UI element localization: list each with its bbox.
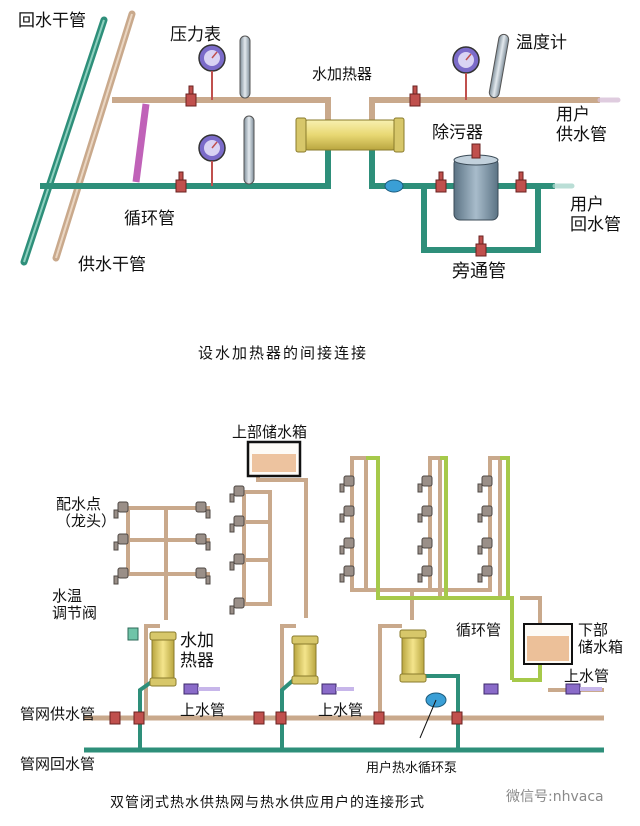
bypass-pipe-label: 旁通管	[452, 261, 506, 282]
faucet-icon	[229, 597, 245, 615]
faucet-icon	[417, 565, 433, 583]
faucet-icon	[339, 537, 355, 555]
inlet-pipe-label: 上水管	[180, 701, 226, 719]
water-heater-icon	[399, 629, 427, 683]
circulation-pipe	[132, 103, 150, 183]
valve-icon	[451, 711, 463, 725]
inlet-valve-icon	[321, 683, 354, 695]
faucet-icon	[417, 475, 433, 493]
bottom-caption: 双管闭式热水供热网与热水供应用户的连接形式	[110, 795, 425, 811]
faucet-icon	[229, 553, 245, 571]
water-heater-icon	[291, 635, 319, 685]
bottom-diagram	[84, 440, 604, 753]
circulation-pipe-label: 循环管	[124, 209, 175, 229]
return-main-label: 回水干管	[18, 11, 86, 31]
user-pump-label: 用户热水循环泵	[366, 761, 458, 776]
thermometer-label: 温度计	[516, 33, 567, 53]
network-supply-label: 管网供水管	[20, 705, 96, 723]
supply-main-label: 供水干管	[78, 255, 146, 275]
thermometer-icon	[239, 35, 251, 99]
pressure-gauge-icon	[198, 134, 226, 186]
faucet-icon	[477, 565, 493, 583]
water-heater-2-label: 水加 热器	[180, 631, 214, 671]
valve-icon	[515, 171, 527, 193]
lower-tank-icon	[523, 623, 573, 665]
temp-valve-label: 水温 调节阀	[52, 587, 98, 623]
inlet-pipe-label: 上水管	[564, 667, 610, 685]
valve-icon	[435, 171, 447, 193]
thermometer-icon	[243, 115, 255, 185]
water-heater-icon	[149, 631, 177, 687]
inlet-valve-icon	[565, 683, 602, 695]
pump-icon	[384, 179, 404, 193]
faucet-icon	[195, 533, 211, 551]
faucet-icon	[113, 501, 129, 519]
faucet-icon	[229, 485, 245, 503]
valve-icon	[109, 711, 121, 725]
outlet-points-label: 配水点 （龙头）	[56, 495, 117, 531]
user-supply-label: 用户 供水管	[556, 105, 607, 145]
upper-tank-icon	[246, 440, 302, 478]
valve-icon	[275, 711, 287, 725]
faucet-icon	[113, 567, 129, 585]
watermark: 微信号:nhvaca	[506, 789, 604, 805]
temp-control-valve-icon	[127, 627, 139, 641]
valve-icon	[373, 711, 385, 725]
circulation-pipe-label: 循环管	[456, 621, 502, 639]
valve-icon	[175, 171, 187, 193]
green-circulation-pipes	[366, 456, 542, 682]
top-caption: 设水加热器的间接连接	[198, 344, 369, 362]
water-heater-label: 水加热器	[312, 65, 373, 83]
faucet-icon	[477, 475, 493, 493]
inlet-valve-icon	[183, 683, 220, 695]
desilter-label: 除污器	[432, 123, 483, 143]
water-heater-icon	[295, 117, 405, 153]
faucet-icon	[113, 533, 129, 551]
return-header-pipe	[40, 150, 331, 189]
pressure-gauge-icon	[452, 46, 480, 100]
faucet-icon	[477, 505, 493, 523]
valve-icon	[253, 711, 265, 725]
user-return-label: 用户 回水管	[570, 195, 621, 235]
faucet-icon	[477, 537, 493, 555]
faucet-icon	[229, 515, 245, 533]
valve-icon	[133, 711, 145, 725]
pressure-gauge-label: 压力表	[170, 25, 221, 45]
supply-header-pipe	[112, 97, 331, 120]
faucet-icon	[339, 475, 355, 493]
network-return-label: 管网回水管	[20, 755, 96, 773]
inlet-valve-icon	[483, 683, 499, 695]
valve-icon	[409, 85, 421, 107]
faucet-icon	[417, 505, 433, 523]
faucet-icon	[417, 537, 433, 555]
valve-icon	[185, 85, 197, 107]
circulation-pump-icon	[419, 692, 447, 739]
faucet-icon	[195, 501, 211, 519]
lower-tank-label: 下部 储水箱	[578, 621, 624, 657]
thermometer-icon	[488, 33, 510, 99]
pressure-gauge-icon	[198, 44, 226, 100]
valve-icon	[475, 235, 487, 257]
top-diagram	[20, 10, 621, 266]
inlet-pipe-label: 上水管	[318, 701, 364, 719]
faucet-icon	[339, 505, 355, 523]
upper-tank-label: 上部储水箱	[232, 423, 308, 441]
faucet-icon	[195, 567, 211, 585]
user-distribution-pipes	[126, 506, 210, 620]
faucet-icon	[339, 565, 355, 583]
desilter-tank-icon	[453, 143, 499, 221]
